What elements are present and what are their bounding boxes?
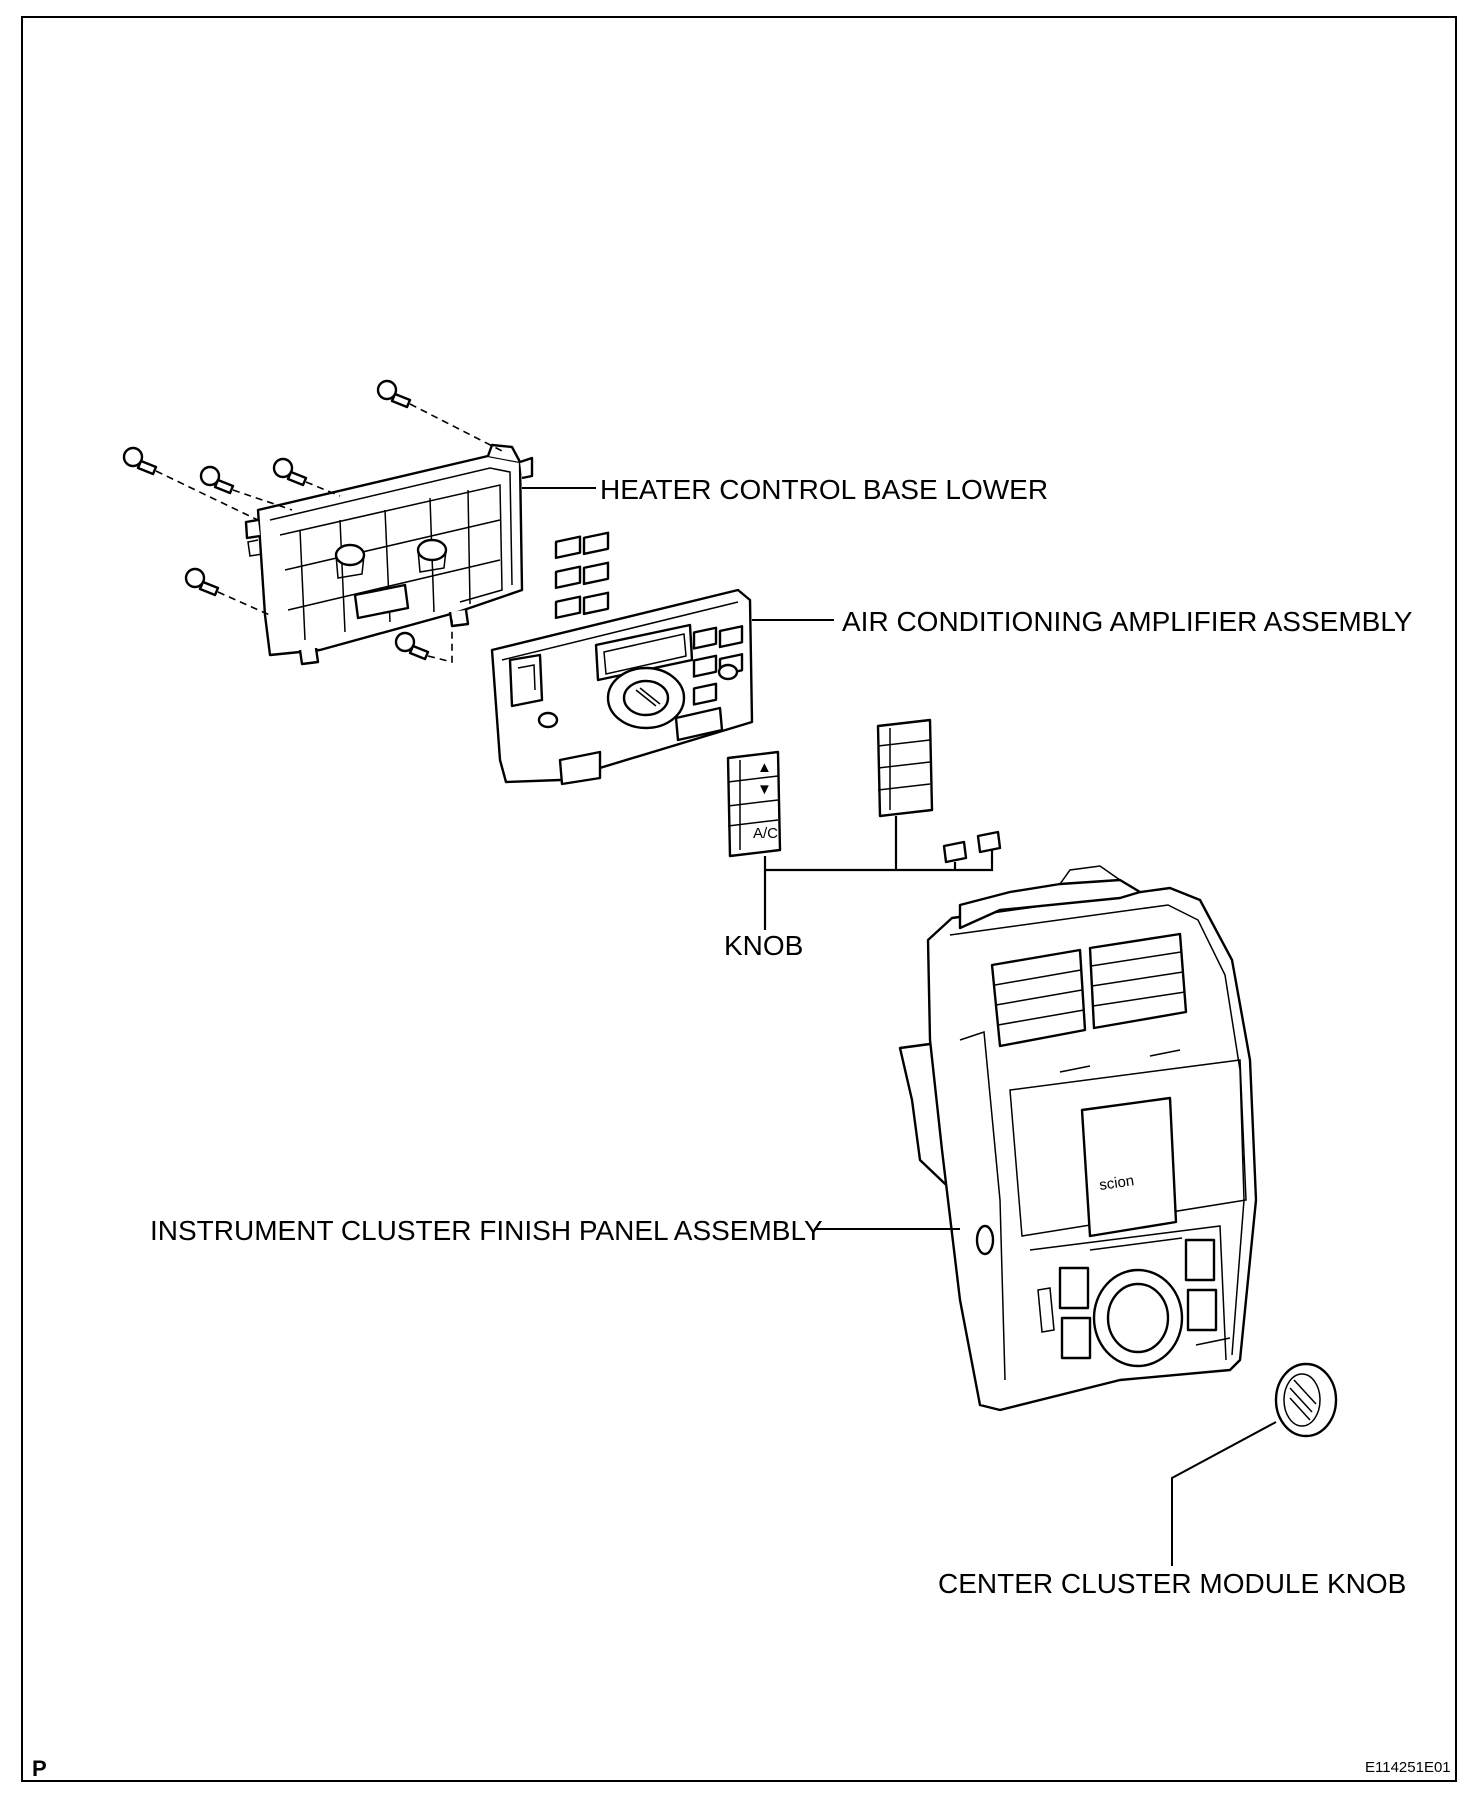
svg-text:A/C: A/C	[753, 825, 778, 842]
heater-control-base-lower	[244, 443, 534, 666]
knob-wire-harness	[763, 816, 994, 930]
center-cluster-module-knob	[1274, 1362, 1338, 1438]
svg-text:▲: ▲	[757, 759, 772, 776]
svg-text:▼: ▼	[757, 781, 772, 798]
diagram-frame	[21, 16, 1457, 1782]
screw-left-1	[122, 446, 158, 476]
page-letter: P	[32, 1756, 47, 1781]
label-center-cluster-module-knob: CENTER CLUSTER MODULE KNOB	[938, 1568, 1406, 1599]
label-instrument-cluster-finish-panel-assembly: INSTRUMENT CLUSTER FINISH PANEL ASSEMBLY	[150, 1215, 823, 1246]
scion-logo: scion	[1098, 1172, 1135, 1194]
knob-left: ▲ ▼ A/C	[726, 750, 782, 858]
screw-top	[376, 379, 412, 409]
leader-lines	[522, 487, 1277, 1566]
label-knob: KNOB	[724, 930, 803, 961]
knob-small-1	[942, 840, 968, 864]
screw-left-2	[199, 465, 235, 495]
screw-bottom	[394, 631, 430, 661]
screw-left-4	[184, 567, 220, 597]
instrument-cluster-finish-panel-assembly: scion	[898, 865, 1258, 1412]
air-conditioning-amplifier-assembly	[490, 531, 754, 786]
label-heater-control-base-lower: HEATER CONTROL BASE LOWER	[600, 474, 1048, 505]
label-air-conditioning-amplifier-assembly: AIR CONDITIONING AMPLIFIER ASSEMBLY	[842, 606, 1413, 637]
vent-louvers	[994, 951, 1186, 1026]
figure-code: E114251E01	[1365, 1759, 1451, 1776]
knob-small-2	[976, 830, 1002, 854]
knob-right	[876, 718, 934, 818]
screw-left-3	[272, 457, 308, 487]
screw-guide-lines	[155, 403, 507, 664]
